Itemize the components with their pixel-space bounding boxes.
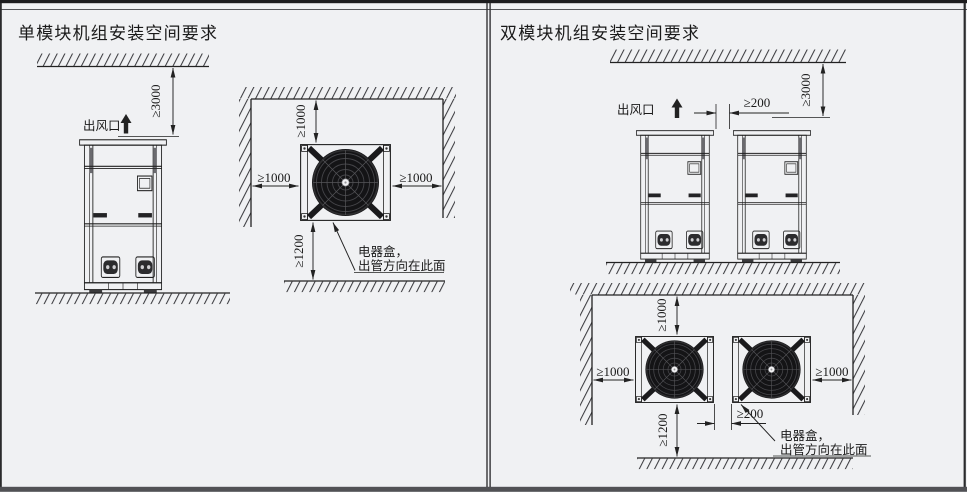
left-clearance-label: ≥1000 (596, 364, 629, 379)
wall-hatch-left (580, 295, 593, 425)
air-outlet-label: 出风口 (617, 103, 655, 117)
fan-top-view-right (733, 337, 811, 403)
left-front-view: ≥3000 出风口 (35, 53, 230, 305)
left-clearance-label: ≥1000 (257, 170, 290, 185)
wall-hatch-top (240, 87, 456, 100)
left-clearance-dimension: ≥1000 (593, 364, 634, 383)
ground-hatch (284, 280, 445, 293)
wall-hatch-right (442, 99, 455, 218)
top-clearance-dimension: ≥1000 (654, 296, 680, 335)
front-clearance-dimension: ≥1200 (291, 222, 316, 280)
module-gap-dimension: ≥200 (694, 95, 789, 129)
top-clearance-label: ≥1000 (654, 298, 669, 331)
wall-hatch-right (852, 295, 865, 415)
ceiling-hatch (37, 53, 209, 68)
ceiling-clearance-dimension: ≥3000 (118, 67, 179, 137)
right-clearance-dimension: ≥1000 (812, 364, 852, 383)
frame-top-inner-line (0, 9, 967, 10)
fan-top-view-left (636, 337, 714, 403)
left-top-view: ≥1000 ≥1000 ≥1000 ≥1200 电器盒， (239, 87, 456, 293)
electric-box-note: 电器盒， 出管方向在此面 (332, 222, 446, 273)
frame-top-border (0, 0, 967, 4)
air-outlet-arrow-icon (120, 114, 132, 134)
front-clearance-dimension: ≥1200 (655, 404, 680, 457)
right-top-view: ≥1000 ≥1000 ≥1000 ≥1200 ≥200 (570, 283, 871, 470)
frame-right-border (963, 3, 966, 490)
module-gap-label: ≥200 (744, 95, 771, 110)
air-outlet-arrow-icon (671, 98, 683, 118)
right-clearance-label: ≥1000 (399, 170, 432, 185)
frame-bottom-border (0, 486, 967, 492)
right-clearance-label: ≥1000 (815, 364, 848, 379)
ceiling-clearance-dimension: ≥3000 (772, 63, 830, 118)
top-clearance-label: ≥1000 (293, 104, 308, 137)
front-clearance-label: ≥1200 (655, 413, 670, 446)
front-clearance-label: ≥1200 (291, 234, 306, 267)
ground-hatch (606, 261, 840, 275)
electric-box-note-line1: 电器盒， (780, 428, 830, 443)
fan-top-view (301, 145, 391, 221)
panel-divider (486, 3, 491, 487)
electric-box-note-line2: 出管方向在此面 (358, 258, 446, 273)
wall-hatch-left (239, 99, 252, 227)
right-panel-title: 双模块机组安装空间要求 (500, 24, 700, 43)
ground-hatch (35, 292, 230, 305)
right-front-view: ≥3000 出风口 ≥200 (606, 49, 846, 275)
ceiling-hatch (610, 49, 846, 64)
ceiling-clearance-label: ≥3000 (148, 84, 163, 117)
electric-box-note-line2: 出管方向在此面 (780, 442, 868, 457)
electric-box-note: 电器盒， 出管方向在此面 (740, 404, 871, 457)
air-outlet-label: 出风口 (83, 119, 121, 133)
wall-hatch-top (570, 283, 865, 296)
left-clearance-dimension: ≥1000 (252, 170, 299, 189)
frame-left-border (0, 3, 2, 490)
ceiling-clearance-label: ≥3000 (798, 73, 813, 106)
right-panel: 双模块机组安装空间要求 ≥3000 出风口 ≥200 (500, 24, 871, 470)
ground-hatch (637, 457, 853, 470)
electric-box-note-line1: 电器盒， (358, 244, 408, 259)
right-clearance-dimension: ≥1000 (392, 170, 442, 189)
top-clearance-dimension: ≥1000 (293, 100, 319, 143)
left-panel: 单模块机组安装空间要求 ≥3000 出风口 (18, 24, 456, 305)
left-panel-title: 单模块机组安装空间要求 (18, 24, 218, 43)
